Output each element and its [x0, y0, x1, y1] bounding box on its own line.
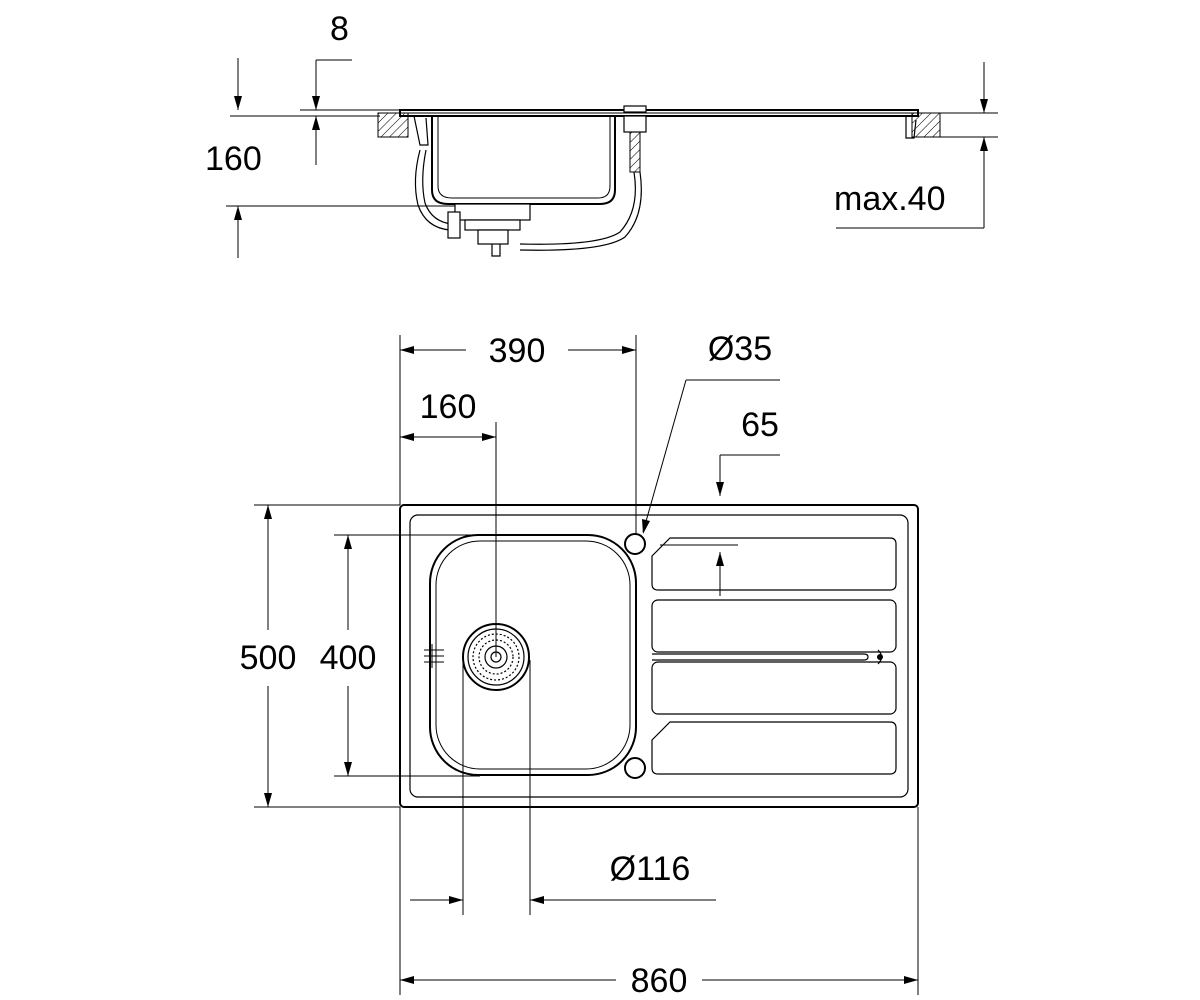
dim-label-d116: Ø116 [610, 850, 691, 888]
top-view: 390 Ø35 160 65 [240, 330, 919, 1000]
dim-waste-offset: 160 [400, 388, 497, 657]
drainer-groove [652, 653, 869, 661]
dim-lip-thickness: 8 [230, 10, 400, 165]
dim-label-65: 65 [741, 406, 779, 444]
dim-label-160-side: 160 [205, 140, 262, 178]
dim-label-max40: max.40 [834, 180, 946, 218]
mounting-clip-left [413, 115, 429, 146]
dim-tap-hole-offset: 390 [399, 332, 637, 534]
dim-label-500: 500 [240, 639, 297, 677]
dim-label-8: 8 [330, 10, 349, 48]
waste-strainer [462, 623, 530, 691]
overflow-pipe [414, 149, 451, 231]
dim-max-countertop: max.40 [834, 62, 998, 229]
dim-label-400: 400 [320, 639, 377, 677]
dim-bowl-depth-top: 400 [320, 534, 480, 777]
sink-outline [399, 504, 919, 808]
dim-tap-hole-diameter: Ø35 [642, 330, 780, 534]
dim-waste-diameter: Ø116 [410, 660, 716, 915]
dim-overall-depth: 500 [240, 504, 400, 808]
mounting-clip-right [905, 116, 917, 139]
drainer [651, 537, 897, 775]
tap-fitting [623, 115, 647, 133]
dim-label-d35: Ø35 [708, 330, 772, 368]
dim-overall-width: 860 [399, 807, 919, 1000]
dim-label-860: 860 [631, 962, 688, 1000]
overflow-marks [424, 644, 444, 668]
secondary-hole [624, 757, 646, 779]
side-view: 8 160 max.40 [205, 10, 998, 258]
dim-drainer-offset: 65 [660, 406, 780, 596]
bowl-profile [431, 116, 616, 205]
bowl-top [429, 534, 637, 776]
dim-label-160-top: 160 [420, 388, 477, 426]
sink-rim [399, 109, 919, 117]
waste-outlet [454, 203, 531, 221]
connecting-hose [519, 171, 636, 245]
tap-hole-side [623, 105, 647, 113]
tap-hole-top [624, 533, 646, 555]
dim-bowl-depth-side: 160 [205, 58, 455, 258]
dim-label-390: 390 [489, 332, 546, 370]
